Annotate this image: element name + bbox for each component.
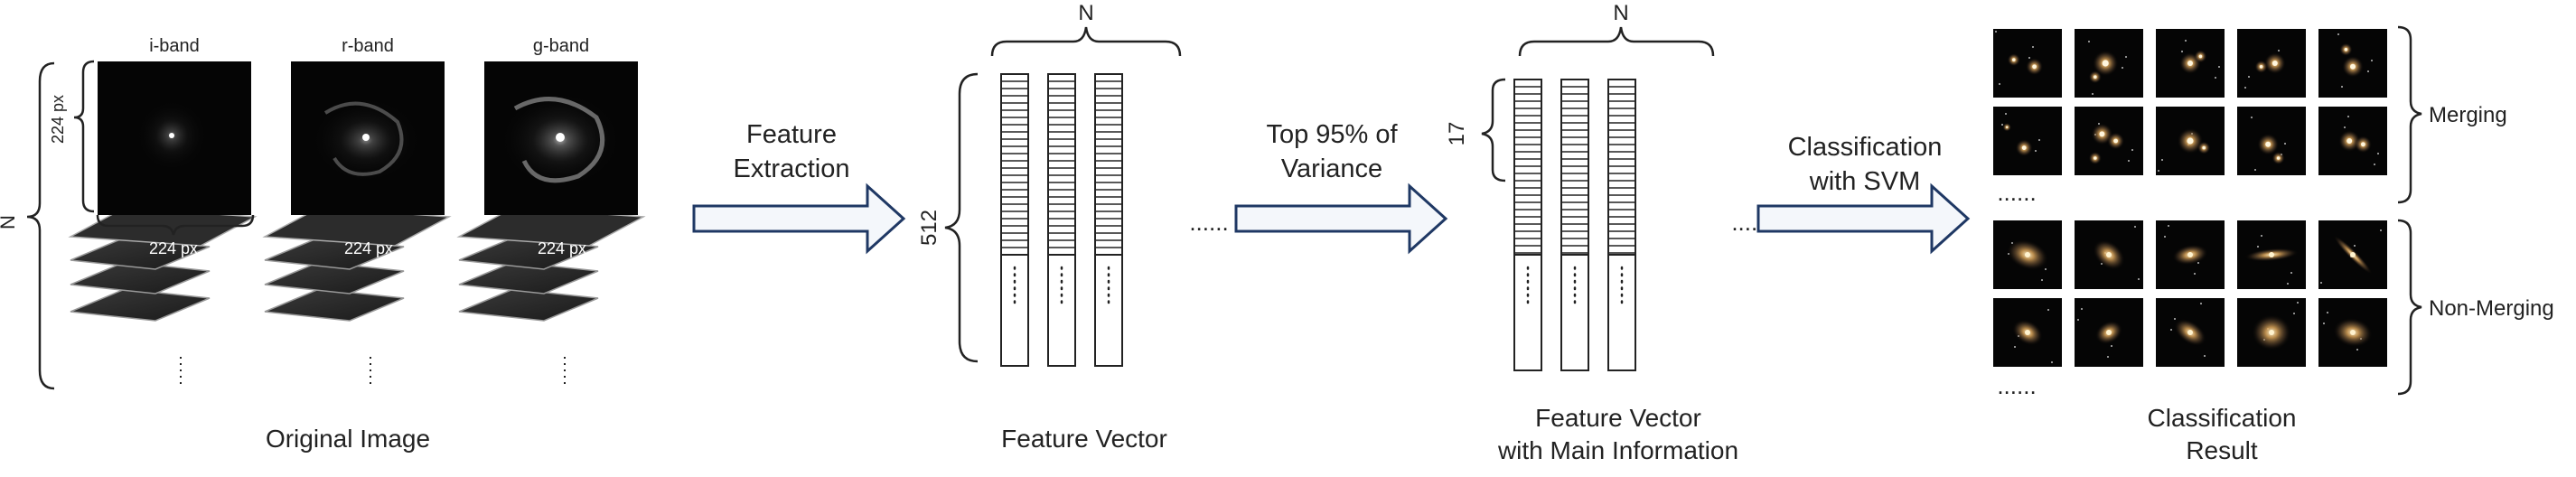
reduced-vector-column [1560, 79, 1589, 371]
n-label-left: N [0, 215, 19, 229]
merging-galaxy-thumbnail [2156, 29, 2225, 98]
n-label-top-1: N [1078, 1, 1093, 25]
n-brace-top-1 [990, 26, 1182, 57]
dim-label-17: 17 [1445, 122, 1469, 146]
feature-extraction-arrow [692, 182, 906, 255]
feature-extraction-line1: Feature [746, 120, 837, 149]
reduced-vector-columns [1513, 79, 1636, 371]
classification-caption-line2: Result [2186, 436, 2258, 464]
feature-vector-column [1000, 73, 1029, 367]
feature-extraction-step: Feature Extraction [692, 120, 906, 255]
svm-arrow [1756, 182, 1971, 255]
reduced-vector-column [1513, 79, 1542, 371]
non-merging-brace [2397, 219, 2422, 396]
dim-label-512: 512 [917, 210, 941, 246]
width-label-i: 224 px [149, 239, 198, 257]
merging-galaxy-thumbnail [1993, 29, 2062, 98]
merging-galaxy-thumbnail [2237, 107, 2306, 175]
original-image-caption: Original Image [266, 425, 430, 453]
reduced-vector-caption-line1: Feature Vector [1535, 404, 1701, 432]
i-band-stack [68, 207, 258, 387]
dim-brace-512 [944, 72, 979, 363]
svm-step: Classification with SVM [1756, 133, 1971, 255]
width-brace [96, 214, 255, 236]
non-merging-galaxy-thumbnail [2318, 298, 2387, 367]
feature-vector-section: N 512 ...... Feature Vector [917, 1, 1229, 453]
non-merging-galaxy-thumbnail [2318, 220, 2387, 289]
merging-galaxy-thumbnail [2237, 29, 2306, 98]
classification-result-section: ...... ...... Merging Non-Merging Classi… [1993, 25, 2554, 464]
merging-galaxy-thumbnail [1993, 107, 2062, 175]
pca-arrow [1234, 182, 1448, 255]
non-merging-galaxy-thumbnail [2237, 298, 2306, 367]
non-merging-galaxy-thumbnail [2075, 298, 2143, 367]
r-band-panel [291, 61, 445, 215]
g-band-panel [484, 61, 638, 215]
band-title-g: g-band [533, 36, 589, 56]
non-merging-galaxy-thumbnail [2156, 298, 2225, 367]
svm-line2: with SVM [1809, 167, 1920, 196]
feature-extraction-line2: Extraction [734, 154, 850, 183]
dim-brace-17 [1481, 78, 1506, 182]
band-title-i: i-band [149, 36, 200, 56]
merging-galaxy-thumbnail [2075, 29, 2143, 98]
pca-step: Top 95% of Variance [1234, 120, 1448, 255]
pca-line2: Variance [1281, 154, 1382, 183]
g-band-stack [456, 207, 646, 387]
non-merging-galaxy-thumbnail [1993, 298, 2062, 367]
height-brace [73, 60, 95, 213]
width-label-r: 224 px [344, 239, 393, 257]
n-brace-top-2 [1518, 26, 1715, 57]
merging-galaxy-thumbnail [2075, 107, 2143, 175]
non-merging-ellipsis: ...... [1997, 372, 2036, 399]
width-label-g: 224 px [538, 239, 586, 257]
merging-brace [2397, 25, 2422, 204]
feature-vector-column [1047, 73, 1076, 367]
non-merging-galaxy-thumbnail [2075, 220, 2143, 289]
merging-label: Merging [2429, 103, 2507, 127]
non-merging-galaxy-thumbnail [1993, 220, 2062, 289]
merging-ellipsis: ...... [1997, 179, 2036, 206]
feature-vector-ellipsis: ...... [1189, 209, 1228, 236]
non-merging-galaxy-thumbnail [2156, 220, 2225, 289]
band-title-r: r-band [342, 36, 394, 56]
svm-line1: Classification [1788, 133, 1943, 162]
n-brace-left [26, 61, 55, 390]
merging-galaxy-thumbnail [2318, 107, 2387, 175]
classification-caption-line1: Classification [2148, 404, 2297, 432]
galaxy-thumbnails [1993, 29, 2387, 367]
n-label-top-2: N [1613, 1, 1628, 25]
original-image-section: N 224 px 224 px 224 px [0, 36, 646, 453]
feature-vector-caption: Feature Vector [1001, 425, 1167, 453]
reduced-vector-column [1607, 79, 1636, 371]
non-merging-label: Non-Merging [2429, 296, 2554, 321]
r-band-stack [262, 207, 452, 387]
feature-vector-columns [1000, 73, 1123, 367]
pca-line1: Top 95% of [1266, 120, 1398, 149]
merging-galaxy-thumbnail [2318, 29, 2387, 98]
merging-galaxy-thumbnail [2156, 107, 2225, 175]
feature-vector-column [1094, 73, 1123, 367]
reduced-vector-caption-line2: with Main Information [1497, 436, 1738, 464]
reduced-vector-section: N 17 ...... Feature Vector with Main Inf… [1445, 1, 1771, 464]
non-merging-galaxy-thumbnail [2237, 220, 2306, 289]
i-band-panel [98, 61, 251, 215]
height-label: 224 px [49, 95, 67, 144]
